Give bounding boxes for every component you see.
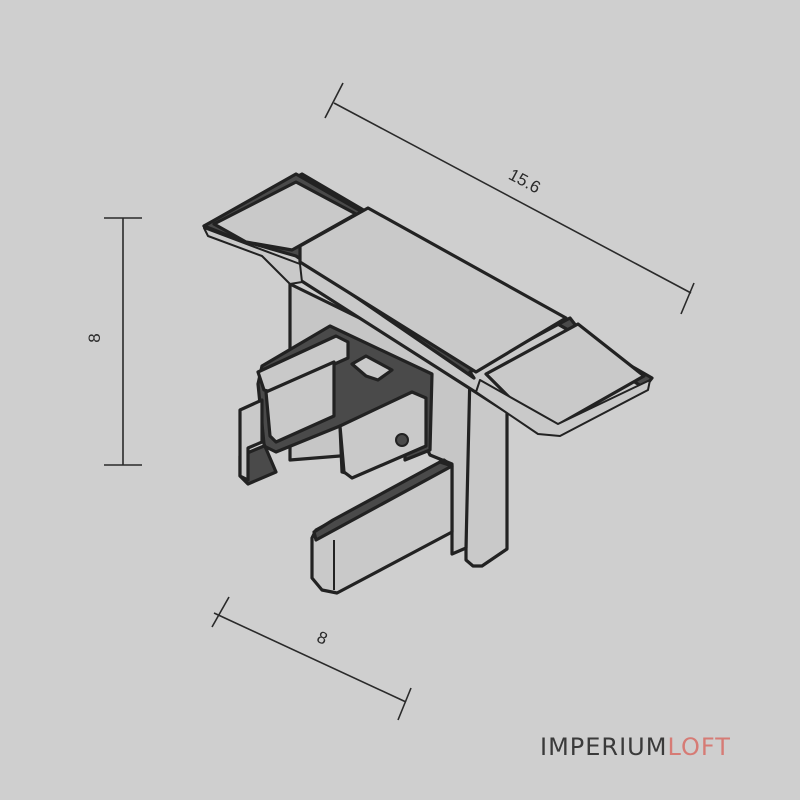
top-plate-center-panel [298, 206, 568, 374]
dimension-label-height: 8 [85, 333, 104, 342]
inner-clip-tab [350, 354, 394, 382]
stem-front-face [464, 384, 509, 568]
end-cap-part [202, 172, 654, 595]
dimension-tick-length-end [680, 282, 695, 315]
dimension-line-depth [213, 612, 407, 703]
left-clip-front-face [264, 360, 336, 444]
left-clip-top-face [256, 334, 350, 394]
bottom-tab [310, 458, 454, 595]
locking-pin [395, 433, 409, 447]
left-clip-side-face [238, 398, 264, 482]
bottom-tab-top-edge [312, 460, 454, 542]
dimension-height: 8 [85, 217, 142, 466]
top-plate-right-edge [475, 379, 651, 437]
dimension-tick-length-start [324, 82, 344, 119]
top-plate-left-edge [203, 227, 303, 285]
brand-logo-part2: LOFT [667, 733, 731, 761]
dimension-tick-depth-end [397, 687, 412, 721]
dimension-line-length [333, 102, 692, 294]
brand-logo-part1: IMPERIUM [540, 733, 668, 761]
dimension-label-depth: 8 [314, 627, 330, 648]
brand-logo: IMPERIUMLOFT [540, 735, 731, 759]
dimension-depth: 8 [211, 596, 412, 721]
dimension-tick-depth-start [211, 596, 230, 628]
inner-clip-front-face [338, 390, 428, 480]
dimension-label-length: 15.6 [506, 165, 544, 197]
